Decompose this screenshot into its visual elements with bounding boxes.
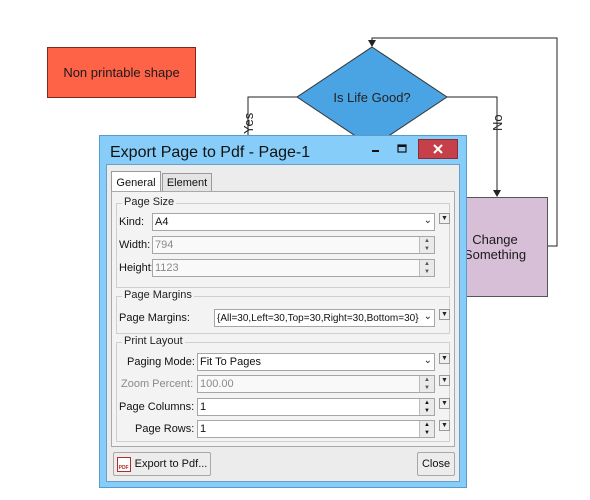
page-margins-group: Page Margins Page Margins: {All=30,Left=… [116,289,450,334]
minimize-button[interactable] [366,139,386,159]
page-rows-label: Page Rows: [135,423,195,435]
height-label: Height: [119,262,154,274]
paging-mode-dropdown-button[interactable]: ▼ [439,353,450,364]
height-field[interactable]: 1123 ▲▼ [152,259,435,277]
kind-dropdown-button[interactable]: ▼ [439,213,450,224]
no-label: No [490,114,505,131]
margins-select[interactable]: {All=30,Left=30,Top=30,Right=30,Bottom=3… [214,309,435,327]
columns-dropdown-button[interactable]: ▼ [439,398,450,409]
chevron-down-icon: ⌄ [423,311,432,322]
width-spinner[interactable]: ▲▼ [419,237,434,253]
dialog-titlebar[interactable]: Export Page to Pdf - Page-1 [100,136,466,168]
dialog-client-area: General Element Page Size Kind: A4 ⌄ ▼ W… [106,164,460,482]
height-spinner[interactable]: ▲▼ [419,260,434,276]
width-field[interactable]: 794 ▲▼ [152,236,435,254]
close-button[interactable]: Close [417,452,455,476]
non-printable-label: Non printable shape [63,65,180,80]
zoom-percent-value: 100.00 [200,378,234,390]
margins-label: Page Margins: [119,312,190,324]
page-columns-label: Page Columns: [119,401,195,413]
page-rows-value: 1 [200,423,207,435]
decision-label: Is Life Good? [333,90,410,105]
change-line-2: Something [463,247,527,262]
yes-label: Yes [241,112,256,134]
dialog-title: Export Page to Pdf - Page-1 [110,144,311,161]
rows-dropdown-button[interactable]: ▼ [439,420,450,431]
export-button-label: Export to Pdf... [134,458,208,470]
change-line-1: Change [472,232,518,247]
paging-mode-label: Paging Mode: [127,356,195,368]
non-printable-shape[interactable]: Non printable shape [47,47,196,98]
paging-mode-value: Fit To Pages [200,356,261,368]
margins-dropdown-button[interactable]: ▼ [439,309,450,320]
page-rows-field[interactable]: 1 ▲▼ [197,420,435,438]
minimize-icon [372,150,379,152]
maximize-button[interactable] [392,139,412,159]
width-value: 794 [155,239,174,251]
kind-label: Kind: [119,216,145,228]
page-margins-title: Page Margins [122,289,194,301]
yes-connector [247,96,297,136]
paging-mode-select[interactable]: Fit To Pages ⌄ [197,353,435,371]
page-columns-spinner[interactable]: ▲▼ [419,399,434,415]
page-size-title: Page Size [122,196,177,208]
page-columns-field[interactable]: 1 ▲▼ [197,398,435,416]
maximize-icon [396,144,407,153]
zoom-percent-field[interactable]: 100.00 ▲▼ [197,375,435,393]
print-layout-title: Print Layout [122,335,185,347]
zoom-dropdown-button[interactable]: ▼ [439,375,450,386]
width-label: Width: [119,239,151,251]
height-value: 1123 [155,262,179,274]
tab-element[interactable]: Element [162,173,212,191]
zoom-percent-label: Zoom Percent: [121,378,194,390]
page-columns-value: 1 [200,401,207,413]
loop-arrowhead [368,40,376,47]
general-tab-page: Page Size Kind: A4 ⌄ ▼ Width: 794 ▲▼ Hei… [111,191,455,447]
margins-value: {All=30,Left=30,Top=30,Right=30,Bottom=3… [217,312,419,324]
page-size-group: Page Size Kind: A4 ⌄ ▼ Width: 794 ▲▼ Hei… [116,196,450,288]
close-window-button[interactable] [418,139,458,159]
export-pdf-dialog: Export Page to Pdf - Page-1 General Elem… [99,135,467,488]
zoom-spinner[interactable]: ▲▼ [419,376,434,392]
no-arrowhead [493,190,501,197]
tab-general[interactable]: General [111,171,161,193]
no-connector [447,96,498,192]
pdf-icon: PDF [116,456,131,472]
page-rows-spinner[interactable]: ▲▼ [419,421,434,437]
print-layout-group: Print Layout Paging Mode: Fit To Pages ⌄… [116,335,450,442]
kind-select[interactable]: A4 ⌄ [152,213,435,231]
kind-value: A4 [155,216,169,228]
chevron-down-icon: ⌄ [423,355,432,366]
export-to-pdf-button[interactable]: PDF Export to Pdf... [113,452,211,476]
close-icon [433,144,443,154]
chevron-down-icon: ⌄ [423,215,432,226]
